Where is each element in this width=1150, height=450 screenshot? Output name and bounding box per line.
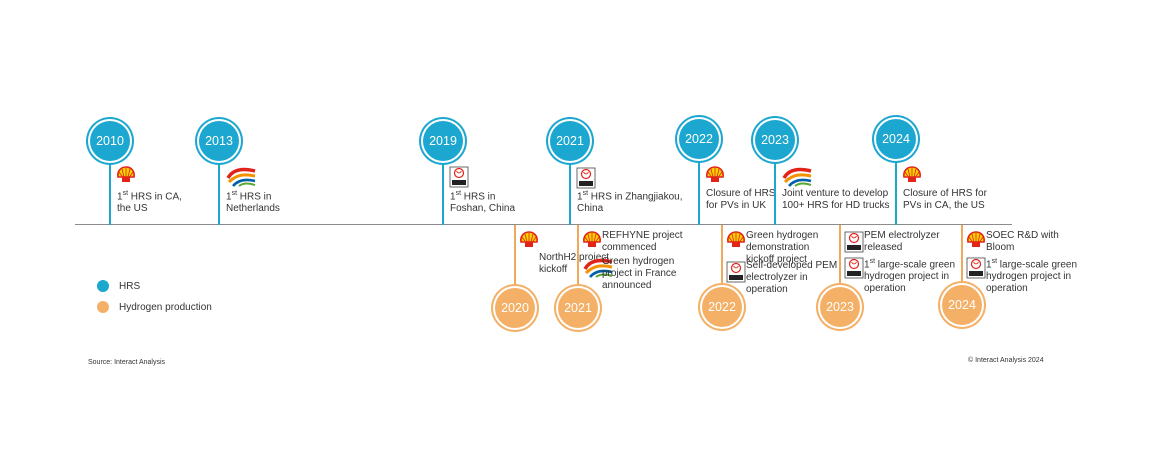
hrs-stem	[218, 161, 220, 225]
hrs-stem	[698, 159, 700, 225]
hrs-stem	[442, 161, 444, 225]
source-note: Source: Interact Analysis	[88, 359, 166, 366]
h2-year-circle: 2022	[702, 287, 742, 327]
hrs-stem	[774, 160, 776, 225]
h2-stem	[839, 225, 841, 287]
legend-hrs-dot	[97, 280, 109, 292]
shell-icon	[726, 231, 746, 254]
sinopec-icon	[844, 257, 864, 284]
hrs-stem	[569, 161, 571, 225]
h2-year-circle: 2023	[820, 287, 860, 327]
sinopec-icon	[726, 261, 746, 288]
h2-stem	[721, 225, 723, 287]
hrs-year-circle: 2021	[550, 121, 590, 161]
h2-stem	[514, 225, 516, 288]
shell-icon	[966, 231, 986, 254]
totalenergies-icon	[225, 166, 259, 193]
sinopec-icon	[966, 257, 986, 284]
legend-hydrogen-dot	[97, 301, 109, 313]
hrs-stem	[895, 159, 897, 225]
shell-icon	[116, 166, 136, 189]
h2-year-circle: 2024	[942, 285, 982, 325]
totalenergies-icon	[781, 166, 815, 193]
hrs-year-circle: 2013	[199, 121, 239, 161]
hrs-year-circle: 2019	[423, 121, 463, 161]
sinopec-icon	[449, 166, 469, 193]
hrs-event-label: 1st HRS in Zhangjiakou,China	[577, 190, 683, 215]
timeline-axis	[75, 224, 1012, 225]
totalenergies-icon	[582, 257, 616, 284]
sinopec-icon	[844, 231, 864, 258]
hrs-year-circle: 2024	[876, 119, 916, 159]
sinopec-icon	[576, 167, 596, 194]
hrs-year-circle: 2023	[755, 120, 795, 160]
hrs-year-circle: 2022	[679, 119, 719, 159]
shell-icon	[519, 231, 539, 254]
hrs-event-label: 1st HRS in CA,the US	[117, 190, 182, 215]
h2-stem	[961, 225, 963, 285]
shell-icon	[582, 231, 602, 254]
h2-stem	[577, 225, 579, 288]
h2-year-circle: 2020	[495, 288, 535, 328]
h2-year-circle: 2021	[558, 288, 598, 328]
hrs-stem	[109, 161, 111, 225]
shell-icon	[705, 166, 725, 189]
shell-icon	[902, 166, 922, 189]
copyright-note: © Interact Analysis 2024	[968, 357, 1044, 364]
legend-hydrogen-label: Hydrogen production	[119, 302, 212, 313]
hrs-year-circle: 2010	[90, 121, 130, 161]
legend-hrs-label: HRS	[119, 281, 141, 292]
